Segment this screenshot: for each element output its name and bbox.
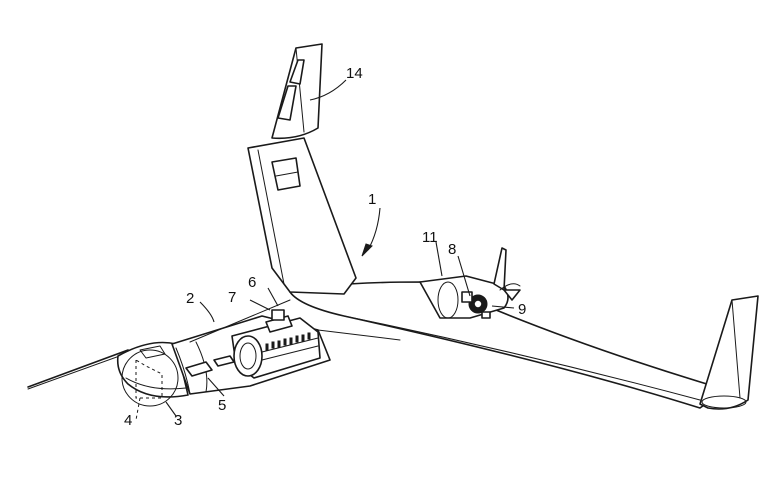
ref-14: 14 — [346, 65, 363, 82]
ref-1: 1 — [368, 191, 377, 208]
propeller — [493, 247, 521, 301]
left-wing — [247, 137, 357, 295]
ref-7: 7 — [228, 289, 237, 306]
pitot-probe — [27, 349, 129, 390]
nose-sensor — [121, 349, 179, 421]
ref-6: 6 — [248, 274, 257, 291]
leader-lines — [165, 79, 515, 417]
connector-row — [265, 332, 311, 351]
ref-3: 3 — [174, 412, 183, 429]
engine-bay — [419, 275, 509, 319]
right-wingtip — [699, 295, 759, 410]
ref-4: 4 — [124, 412, 133, 429]
ref-2: 2 — [186, 290, 195, 307]
ref-8: 8 — [448, 241, 457, 258]
ref-5: 5 — [218, 397, 227, 414]
engine-motor — [461, 291, 491, 319]
ref-11: 11 — [422, 229, 438, 246]
ref-9: 9 — [518, 301, 527, 318]
payload-module — [231, 309, 321, 379]
left-wingtip — [271, 43, 323, 140]
